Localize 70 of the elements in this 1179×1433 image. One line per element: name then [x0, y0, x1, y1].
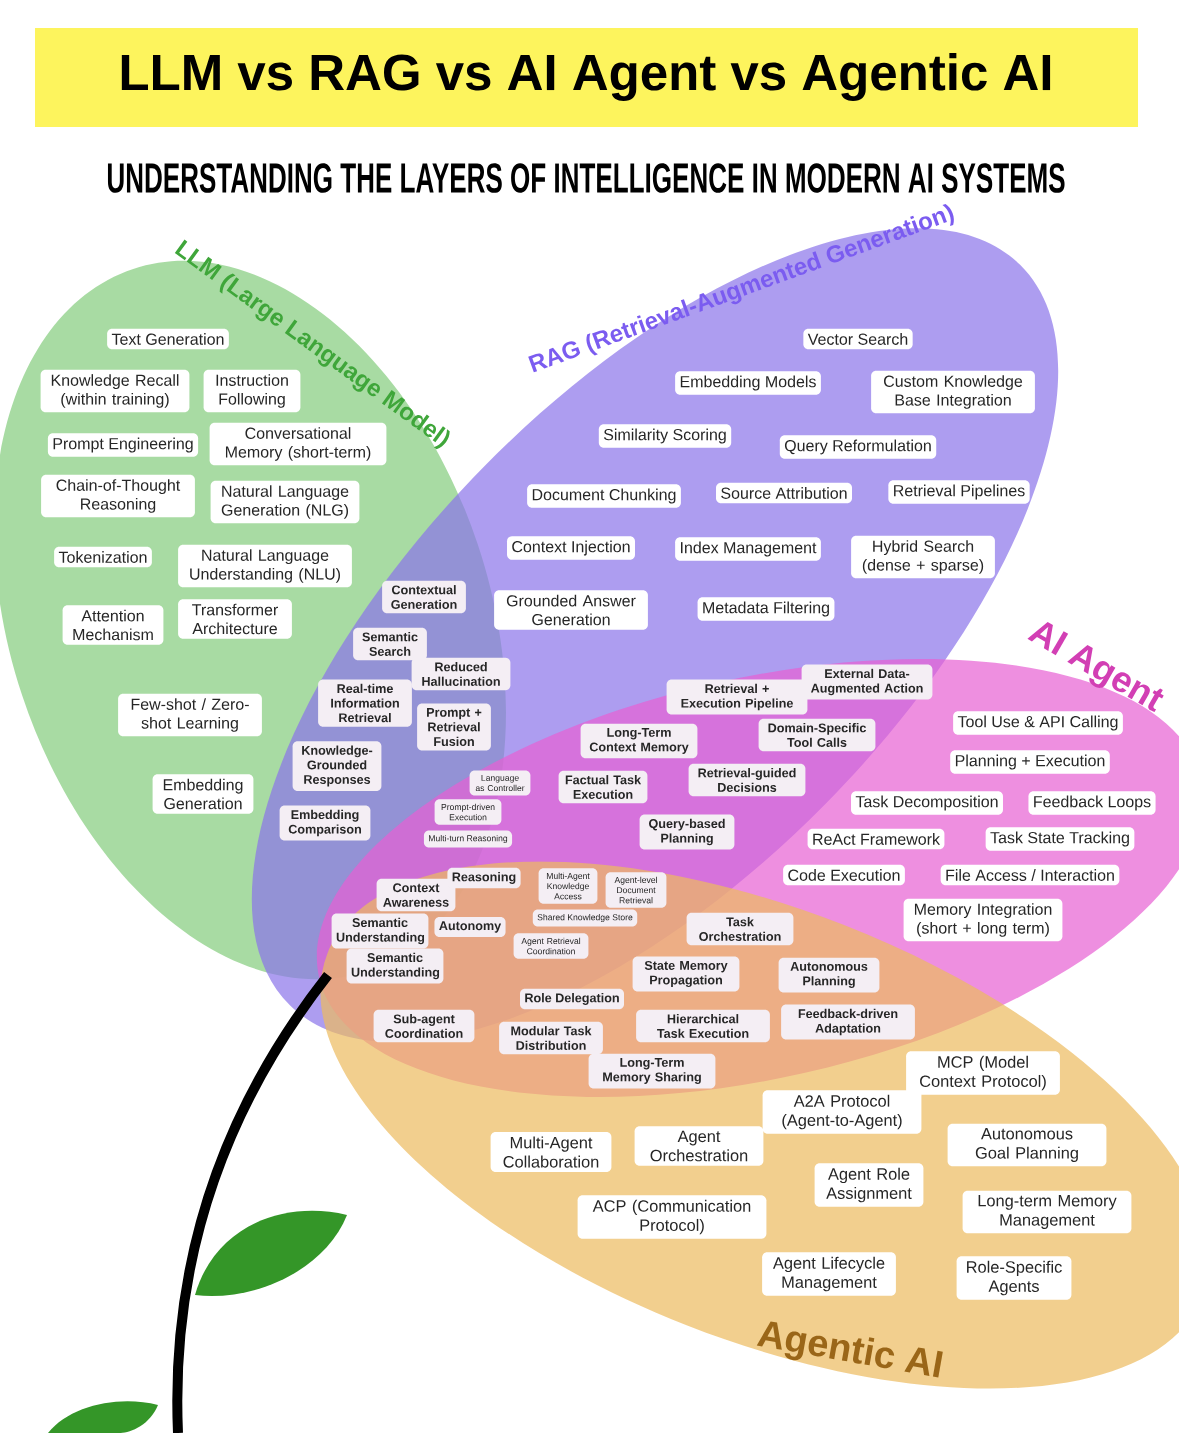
- feature-tag: Prompt + Retrieval Fusion: [417, 703, 491, 751]
- feature-tag: Sub-agent Coordination: [373, 1009, 475, 1043]
- feature-tag: Index Management: [675, 537, 821, 561]
- node-label: Context Awareness: [383, 883, 449, 907]
- feature-tag: Role-Specific Agents: [956, 1256, 1072, 1300]
- feature-tag: Retrieval Pipelines: [888, 480, 1030, 504]
- feature-tag: Multi-Agent Knowledge Access: [538, 868, 598, 904]
- feature-tag: Hybrid Search (dense + sparse): [851, 535, 995, 579]
- feature-tag: Contextual Generation: [382, 580, 466, 614]
- feature-tag: Prompt-driven Execution: [434, 799, 502, 825]
- feature-tag: Long-term Memory Management: [962, 1190, 1132, 1234]
- feature-tag: Chain-of-Thought Reasoning: [41, 474, 195, 518]
- feature-tag: Custom Knowledge Base Integration: [871, 370, 1035, 414]
- feature-tag: Autonomous Planning: [778, 957, 880, 993]
- feature-tag: Task Decomposition: [851, 791, 1003, 815]
- feature-tag: Agent Orchestration: [634, 1126, 764, 1166]
- feature-tag: Natural Language Generation (NLG): [210, 480, 360, 524]
- feature-tag: Semantic Understanding: [331, 913, 429, 949]
- feature-tag: Attention Mechanism: [62, 605, 164, 645]
- feature-tag: Embedding Comparison: [279, 805, 371, 841]
- feature-tag: Conversational Memory (short-term): [209, 422, 387, 466]
- feature-tag: Feedback-driven Adaptation: [781, 1004, 915, 1040]
- feature-tag: Long-Term Context Memory: [580, 723, 698, 759]
- feature-tag: Agent Lifecycle Management: [762, 1252, 896, 1296]
- subtitle: UNDERSTANDING THE LAYERS OF INTELLIGENCE IN MODERN AI SYSTEMS: [107, 163, 1065, 193]
- feature-tag: State Memory Propagation: [632, 956, 740, 992]
- feature-tag: Agent-level Document Retrieval: [605, 872, 667, 908]
- feature-tag: Semantic Search: [353, 627, 427, 661]
- feature-tag: Factual Task Execution: [558, 770, 648, 804]
- feature-tag: Few-shot / Zero-shot Learning: [118, 693, 262, 737]
- feature-tag: Transformer Architecture: [178, 599, 292, 639]
- feature-tag: Multi-Agent Collaboration: [490, 1132, 612, 1173]
- feature-tag: Prompt Engineering: [47, 433, 199, 457]
- feature-tag: Tool Use & API Calling: [953, 711, 1123, 735]
- feature-tag: Agent Role Assignment: [814, 1163, 924, 1207]
- feature-tag: External Data-Augmented Action: [801, 664, 933, 700]
- feature-tag: Metadata Filtering: [697, 597, 835, 621]
- feature-tag: Embedding Generation: [152, 774, 254, 814]
- feature-tag: Similarity Scoring: [598, 424, 732, 448]
- feature-tag: Query-based Planning: [639, 814, 735, 850]
- feature-tag: Reduced Hallucination: [411, 657, 511, 691]
- feature-tag: Task Orchestration: [686, 912, 794, 946]
- feature-tag: Retrieval + Execution Pipeline: [666, 679, 808, 715]
- feature-tag: Natural Language Understanding (NLU): [178, 544, 352, 588]
- feature-tag: Modular Task Distribution: [499, 1021, 603, 1055]
- feature-tag: Real-time Information Retrieval: [318, 679, 412, 727]
- feature-tag: Memory Integration (short + long term): [903, 898, 1063, 942]
- node-label: Retrieval + Execution Pipeline: [681, 683, 793, 711]
- feature-tag: Planning + Execution: [950, 750, 1110, 774]
- feature-tag: Long-Term Memory Sharing: [588, 1053, 716, 1089]
- title-banner: LLM vs RAG vs AI Agent vs Agentic AI: [35, 28, 1138, 127]
- feature-tag: MCP (Model Context Protocol): [906, 1051, 1060, 1095]
- feature-tag: Task State Tracking: [985, 827, 1135, 851]
- feature-tag: Grounded Answer Generation: [494, 590, 648, 630]
- feature-tag: Query Reformulation: [779, 435, 937, 459]
- feature-tag: Agent Retrieval Coordination: [513, 933, 589, 959]
- feature-tag: ACP (Communication Protocol): [577, 1195, 767, 1239]
- feature-tag: Context Injection: [507, 536, 635, 560]
- feature-tag: Retrieval-guided Decisions: [688, 763, 806, 797]
- feature-tag: Document Chunking: [527, 484, 681, 508]
- feature-tag: A2A Protocol (Agent-to-Agent): [762, 1090, 922, 1134]
- feature-tag: Domain-Specific Tool Calls: [758, 718, 876, 752]
- feature-tag: Embedding Models: [675, 371, 821, 395]
- feature-tag: Feedback Loops: [1028, 791, 1156, 815]
- feature-tag: Hierarchical Task Execution: [636, 1009, 770, 1043]
- feature-tag: Semantic Understanding: [346, 948, 444, 984]
- node-label: External Data-Augmented Action: [810, 668, 923, 696]
- feature-tag: Knowledge-Grounded Responses: [292, 741, 382, 791]
- feature-tag: Autonomous Goal Planning: [947, 1123, 1107, 1167]
- feature-tag: Knowledge Recall (within training): [40, 369, 190, 413]
